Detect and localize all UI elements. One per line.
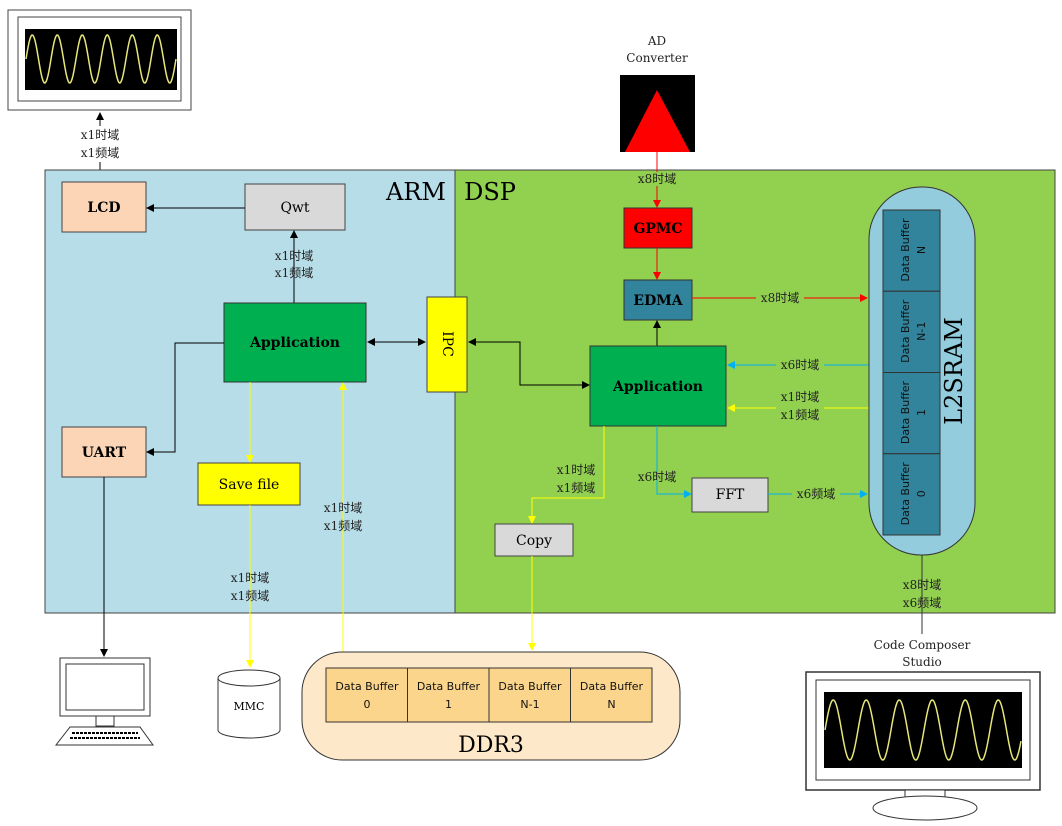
label: x8时域	[903, 578, 941, 592]
label: x1时域	[275, 249, 313, 263]
uart-label: UART	[82, 445, 127, 461]
fft-label: FFT	[716, 487, 745, 503]
uart-block	[61, 426, 147, 478]
computer-icon	[54, 657, 154, 746]
buffer-index: N-1	[520, 698, 539, 711]
label: x1时域	[81, 128, 119, 142]
buffer-index: N	[915, 246, 928, 254]
gpmc-block	[623, 207, 693, 249]
label: x8时域	[638, 172, 676, 186]
label: x1频域	[275, 266, 313, 280]
ddr3-buffer-cell	[570, 667, 653, 723]
label: x6频域	[903, 596, 941, 610]
copy-label: Copy	[516, 533, 552, 549]
buffer-index: 0	[915, 490, 928, 497]
dsp-title: DSP	[464, 178, 516, 206]
ipc-block	[426, 296, 468, 393]
buffer-label: Data Buffer	[899, 462, 912, 526]
label: x1频域	[781, 408, 819, 422]
edma-label: EDMA	[633, 293, 683, 309]
label: x1频域	[81, 146, 119, 160]
buffer-index: 1	[445, 698, 452, 711]
label: x1频域	[557, 481, 595, 495]
buffer-label: Data Buffer	[498, 680, 562, 693]
buffer-label: Data Buffer	[899, 218, 912, 282]
ccs-label: Studio	[902, 655, 942, 669]
lcd-label: LCD	[87, 200, 120, 216]
qwt-label: Qwt	[280, 200, 309, 216]
arm-application-block	[223, 302, 367, 383]
gpmc-label: GPMC	[633, 221, 682, 237]
buffer-index: N	[607, 698, 615, 711]
lcd-block	[61, 181, 147, 233]
label: x1时域	[324, 501, 362, 515]
buffer-label: Data Buffer	[417, 680, 481, 693]
l2sram-label: L2SRAM	[940, 317, 968, 425]
buffer-label: Data Buffer	[899, 380, 912, 444]
ad-converter-label: AD	[647, 34, 666, 48]
mmc-storage-icon	[217, 669, 281, 739]
buffer-index: 1	[915, 409, 928, 416]
arm-title: ARM	[385, 178, 446, 206]
arm-application-label: Application	[249, 335, 340, 351]
buffer-index: N-1	[915, 322, 928, 341]
dsp-application-block	[589, 345, 727, 427]
save-file-label: Save file	[219, 477, 280, 493]
ccs-label: Code Composer	[874, 638, 971, 652]
label: x1频域	[231, 589, 269, 603]
save-file-block	[197, 462, 301, 506]
label: x1时域	[781, 390, 819, 404]
ddr3-buffer-cell	[488, 667, 571, 723]
label: x1时域	[557, 463, 595, 477]
buffer-label: Data Buffer	[580, 680, 644, 693]
label: x6时域	[781, 358, 819, 372]
label: x6时域	[638, 470, 676, 484]
lcd-display-icon	[7, 9, 192, 111]
qwt-block	[244, 183, 346, 231]
buffer-label: Data Buffer	[899, 299, 912, 363]
ddr3-buffer-cell	[325, 667, 408, 723]
ddr3-buffer-cell	[407, 667, 490, 723]
ipc-label: IPC	[439, 331, 455, 357]
l2sram-buffer-cell	[882, 453, 941, 536]
ad-converter-icon	[620, 75, 695, 152]
fft-block	[691, 477, 769, 513]
buffer-label: Data Buffer	[335, 680, 399, 693]
ccs-monitor-icon	[805, 671, 1041, 821]
label: x6频域	[797, 487, 835, 501]
copy-block	[494, 523, 574, 557]
ddr3-label: DDR3	[458, 733, 524, 758]
label: x1频域	[324, 519, 362, 533]
ad-converter-label: Converter	[626, 51, 688, 65]
label: x8时域	[761, 291, 799, 305]
buffer-index: 0	[364, 698, 371, 711]
edma-block	[623, 279, 693, 321]
label: x1时域	[231, 571, 269, 585]
dsp-application-label: Application	[612, 379, 703, 395]
mmc-label: MMC	[234, 700, 265, 713]
